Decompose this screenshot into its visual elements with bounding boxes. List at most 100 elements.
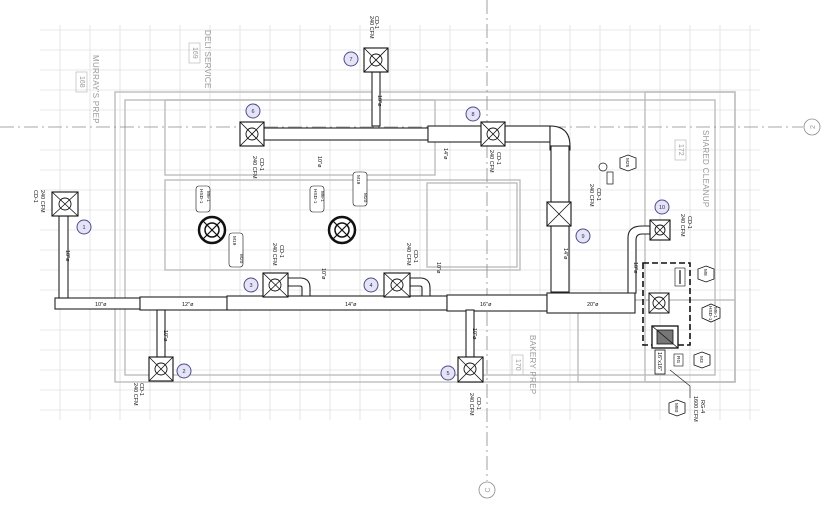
diffuser-cfm: 240 CFM [251, 156, 257, 179]
diffuser-cd-2[interactable]: CD-1 240 CFM [132, 356, 174, 406]
room-number: 169 [191, 47, 198, 59]
diffuser-cd-3[interactable]: CD-1 240 CFM [262, 243, 289, 298]
tag-text: M8 [702, 269, 708, 276]
equipment-tags: M19 M20 M19 M20 HSD-1 M6-1 HSD-1 M6-1 M2… [195, 154, 721, 417]
diffuser-cfm: 240 CFM [368, 16, 374, 39]
exhaust-fan-1[interactable] [197, 215, 227, 245]
duct-size-label: 10"ø [320, 268, 326, 280]
callout-4[interactable]: 4 [363, 277, 379, 293]
room-label-deli-service: DELI SERVICE 169 [188, 30, 212, 89]
diffuser-cfm: 240 CFM [679, 214, 685, 237]
callout-1[interactable]: 1 [76, 219, 92, 235]
tag-text: HSD-1 [312, 189, 318, 204]
callout-label: 9 [581, 234, 584, 240]
rg-tag: RG [675, 356, 681, 363]
diffuser-cd-1[interactable]: CD-1 240 CFM [32, 190, 79, 217]
return-duct-size: 16"x16" [656, 352, 662, 371]
diffuser-type: CD-1 [495, 152, 501, 165]
tag-hex[interactable]: M8 [697, 265, 715, 283]
diffuser-cd-9[interactable]: CD-1 240 CFM [546, 184, 601, 227]
grid-line-2: 2 [0, 118, 821, 136]
callout-7[interactable]: 7 [343, 51, 359, 67]
tag-text: M20 [362, 193, 368, 203]
room-name: SHARED CLEANUP [701, 130, 710, 208]
callout-label: 2 [182, 369, 185, 375]
room-name: DELI SERVICE [203, 30, 212, 89]
diffuser-type: CD-1 [595, 188, 601, 201]
room-name: BAKERY PREP [528, 335, 537, 394]
tag-hex[interactable]: M80 [668, 399, 686, 417]
room-name: MURRAY'S PREP [91, 55, 100, 124]
return-air-unit[interactable]: 16"x16" RG RG-4 1600 CFM [642, 262, 705, 422]
callout-6[interactable]: 6 [245, 103, 261, 119]
exhaust-fan-2[interactable] [327, 215, 357, 245]
branch-elbow-4 [409, 277, 431, 297]
thermostat-icon[interactable] [598, 162, 614, 185]
grid-marker-c-label: C [485, 487, 492, 492]
diffuser-cfm: 240 CFM [468, 393, 474, 416]
callout-2[interactable]: 2 [176, 363, 192, 379]
duct-size-label: 10"ø [471, 328, 477, 340]
branch-elbow-10 [627, 225, 651, 294]
callout-3[interactable]: 3 [243, 277, 259, 293]
callouts: 1 2 3 4 5 6 7 8 9 10 [76, 51, 670, 381]
diffuser-type: CD-1 [373, 16, 379, 29]
tag-hex[interactable]: M25 [619, 154, 637, 172]
callout-label: 7 [349, 57, 352, 63]
equipment-tag[interactable]: M19 M20 [352, 171, 368, 207]
tag-text: M19 [231, 236, 237, 246]
diffuser-cfm: 240 CFM [271, 243, 277, 266]
duct-segment-4 [446, 294, 548, 312]
upper-branch-duct: 10"ø 14"ø 14"ø [261, 125, 571, 293]
room-number: 172 [677, 144, 684, 156]
room-number: 170 [514, 359, 521, 371]
diffuser-cfm: 240 CFM [588, 184, 594, 207]
diffuser-type: CD-1 [412, 250, 418, 263]
grid-marker-2-label: 2 [810, 125, 817, 129]
duct-size-label: 14"ø [442, 148, 448, 160]
tag-text: M25 [624, 158, 630, 168]
tag-hex[interactable]: HSD-1 M6-1 [701, 303, 721, 323]
tag-text: M3 [698, 356, 704, 363]
diffuser-cd-10[interactable]: CD-1 240 CFM [649, 214, 692, 241]
room-walls [114, 91, 736, 383]
tag-hex[interactable]: M3 [693, 351, 711, 369]
grid-marker-c [478, 481, 496, 499]
callout-label: 1 [82, 225, 85, 231]
grid-marker-2 [803, 118, 821, 136]
callout-8[interactable]: 8 [465, 106, 481, 122]
diffuser-cd-6[interactable]: CD-1 240 CFM [239, 121, 265, 179]
diffuser-type: CD-1 [278, 245, 284, 258]
diffuser-cfm: 240 CFM [39, 190, 45, 213]
grid-line-c: C [478, 0, 496, 499]
duct-size-label: 10"ø [95, 302, 107, 308]
callout-10[interactable]: 10 [654, 199, 670, 215]
room-label-bakery-prep: BAKERY PREP 170 [511, 335, 537, 394]
equipment-tag[interactable]: HSD-1 M6-1 [195, 185, 211, 213]
branch-elbow-3 [287, 277, 311, 297]
diffuser-cd-7[interactable]: CD-1 240 CFM [363, 16, 389, 73]
duct-size-label: 20"ø [587, 302, 599, 308]
duct-size-label: 16"ø [480, 302, 492, 308]
diffuser-type: CD-1 [138, 383, 144, 396]
diffuser-cd-8[interactable]: CD-1 240 CFM [480, 121, 506, 173]
callout-label: 3 [249, 283, 252, 289]
tag-text: M6-1 [712, 307, 718, 318]
tag-text: M6-1 [205, 191, 211, 202]
duct-size-label: 10"ø [64, 250, 70, 262]
callout-5[interactable]: 5 [440, 365, 456, 381]
tag-text: M6-1 [319, 191, 325, 202]
diffuser-cd-4[interactable]: CD-1 240 CFM [383, 243, 418, 298]
equipment-tag[interactable]: M19 M20 [228, 232, 244, 268]
diffuser-type: CD-1 [32, 190, 38, 203]
duct-size-label: 14"ø [562, 248, 568, 260]
callout-9[interactable]: 9 [575, 228, 591, 244]
duct-segment-3 [226, 295, 448, 311]
duct-size-label: 10"ø [162, 330, 168, 342]
equipment-tag[interactable]: HSD-1 M6-1 [309, 185, 325, 213]
tag-text: M80 [673, 403, 679, 413]
return-grille-type: RG-4 [699, 400, 705, 413]
diffuser-cd-5[interactable]: CD-1 240 CFM [457, 356, 484, 416]
callout-label: 10 [659, 205, 665, 211]
tag-text: HSD-1 [707, 306, 713, 321]
